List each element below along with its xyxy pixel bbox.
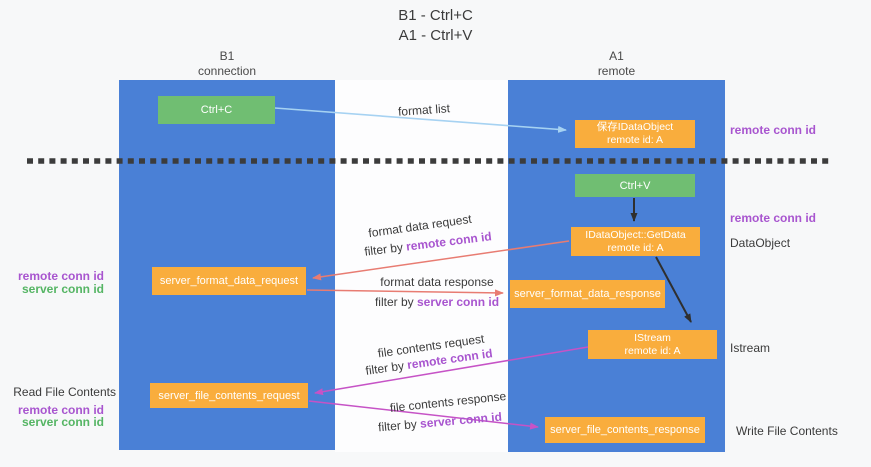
column-a1-role: remote — [597, 64, 636, 78]
right-label-remote-conn-id-1: remote conn id — [730, 123, 817, 137]
node-istream: IStream remote id: A — [588, 330, 717, 359]
edge-label-format-data-response: format data response — [380, 275, 494, 289]
node-server-file-contents-request-label: server_file_contents_request — [158, 389, 300, 402]
column-b1-role: connection — [197, 64, 257, 78]
filter-by-text: filter by — [374, 295, 414, 309]
node-server-file-contents-response: server_file_contents_response — [545, 417, 705, 443]
node-istream-line1: IStream — [634, 331, 671, 344]
title-line2: A1 - Ctrl+V — [398, 27, 473, 44]
node-ctrl-v: Ctrl+V — [575, 174, 695, 197]
right-label-istream: Istream — [730, 341, 771, 355]
right-label-write-file-contents: Write File Contents — [736, 424, 838, 438]
title-line1: B1 - Ctrl+C — [398, 7, 473, 24]
node-save-idataobject: 保存IDataObject remote id: A — [575, 120, 695, 148]
column-header-a1: A1 remote — [508, 49, 725, 79]
node-idataobject-getdata: IDataObject::GetData remote id: A — [571, 227, 700, 256]
column-b1-name: B1 — [219, 49, 235, 63]
node-server-format-data-request-label: server_format_data_request — [159, 275, 299, 287]
node-save-idataobject-line1: 保存IDataObject — [596, 121, 674, 133]
node-ctrl-v-label: Ctrl+V — [619, 179, 651, 192]
node-ctrl-c-label: Ctrl+C — [200, 104, 233, 116]
node-idataobject-getdata-line2: remote id: A — [607, 241, 664, 254]
left-label-remote-conn-id-2: remote conn id — [17, 403, 104, 417]
edge-label-filter-server-1: filter by server conn id — [375, 295, 499, 309]
node-server-format-data-response: server_format_data_response — [510, 280, 665, 308]
column-header-b1: B1 connection — [119, 49, 335, 79]
node-server-format-data-request: server_format_data_request — [152, 267, 306, 295]
left-label-server-conn-id-1: server conn id — [21, 282, 104, 296]
server-conn-id-text: server conn id — [417, 295, 500, 309]
right-label-remote-conn-id-2: remote conn id — [730, 211, 817, 225]
left-label-server-conn-id-2: server conn id — [21, 415, 104, 429]
right-label-dataobject: DataObject — [730, 236, 791, 250]
column-a1-name: A1 — [609, 49, 624, 63]
node-istream-line2: remote id: A — [624, 344, 681, 357]
node-server-file-contents-response-label: server_file_contents_response — [550, 424, 700, 436]
left-label-read-file-contents: Read File Contents — [13, 385, 116, 399]
node-idataobject-getdata-line1: IDataObject::GetData — [585, 228, 686, 241]
node-save-idataobject-line2: remote id: A — [606, 134, 664, 146]
diagram-title: B1 - Ctrl+C A1 - Ctrl+V — [0, 6, 871, 46]
node-server-format-data-response-label: server_format_data_response — [514, 288, 661, 300]
node-ctrl-c: Ctrl+C — [158, 96, 275, 124]
left-label-remote-conn-id-1: remote conn id — [17, 269, 104, 283]
node-server-file-contents-request: server_file_contents_request — [150, 383, 308, 408]
